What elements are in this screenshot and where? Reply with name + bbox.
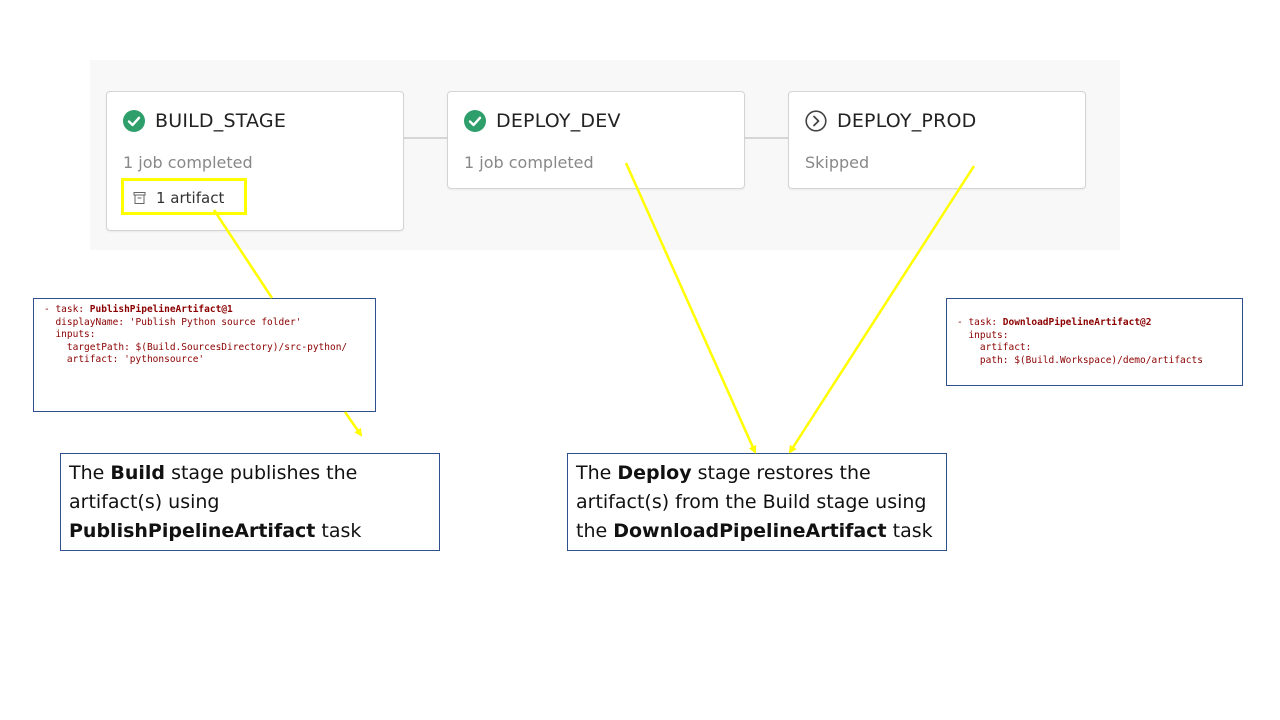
artifact-label: 1 artifact xyxy=(156,189,225,207)
artifact-link[interactable]: 1 artifact xyxy=(133,189,224,207)
stage-connector xyxy=(403,137,447,139)
build-stage-note: The Build stage publishes the artifact(s… xyxy=(60,453,440,551)
download-task-snippet: - task: DownloadPipelineArtifact@2 input… xyxy=(946,298,1243,386)
code-line: - task: xyxy=(44,304,90,315)
publish-task-snippet: - task: PublishPipelineArtifact@1 displa… xyxy=(33,298,376,412)
stage-status-text: 1 job completed xyxy=(464,153,594,172)
note-text: The xyxy=(576,462,618,484)
code-task-name: PublishPipelineArtifact@1 xyxy=(89,304,233,315)
stage-card-deploy-prod[interactable]: DEPLOY_PROD Skipped xyxy=(788,91,1086,189)
code-task-name: DownloadPipelineArtifact@2 xyxy=(1002,317,1152,328)
note-text: The xyxy=(69,462,111,484)
stage-card-build[interactable]: BUILD_STAGE 1 job completed 1 artifact xyxy=(106,91,404,231)
stage-status-text: 1 job completed xyxy=(123,153,253,172)
stage-card-deploy-dev[interactable]: DEPLOY_DEV 1 job completed xyxy=(447,91,745,189)
code-line: artifact: xyxy=(957,342,1032,354)
note-bold: DownloadPipelineArtifact xyxy=(613,520,887,542)
code-line: path: $(Build.Workspace)/demo/artifacts xyxy=(957,354,1203,366)
artifact-icon xyxy=(133,192,146,204)
stage-title: BUILD_STAGE xyxy=(155,110,287,132)
code-line: inputs: xyxy=(44,329,96,341)
code-line: displayName: 'Publish Python source fold… xyxy=(44,316,302,328)
arrow-snippet-to-note xyxy=(343,411,363,437)
stage-connector xyxy=(744,137,788,139)
stage-status-text: Skipped xyxy=(805,153,870,172)
deploy-stage-note: The Deploy stage restores the artifact(s… xyxy=(567,453,947,551)
skipped-chevron-icon xyxy=(805,110,827,132)
note-text: task xyxy=(886,520,933,542)
note-text: stage restores the artifact(s) from the … xyxy=(576,462,927,542)
artifact-highlight xyxy=(121,178,247,215)
note-text: task xyxy=(315,520,362,542)
note-bold: Build xyxy=(110,462,166,484)
code-line: - task: xyxy=(957,317,1003,328)
code-line: targetPath: $(Build.SourcesDirectory)/sr… xyxy=(44,341,348,353)
success-check-icon xyxy=(464,110,486,132)
stage-title: DEPLOY_DEV xyxy=(496,110,621,132)
stage-title: DEPLOY_PROD xyxy=(837,110,977,132)
code-line: artifact: 'pythonsource' xyxy=(44,354,205,366)
note-bold: Deploy xyxy=(617,462,692,484)
code-line: inputs: xyxy=(957,329,1009,341)
note-text: stage publishes the artifact(s) using xyxy=(69,462,358,513)
note-bold: PublishPipelineArtifact xyxy=(69,520,316,542)
success-check-icon xyxy=(123,110,145,132)
